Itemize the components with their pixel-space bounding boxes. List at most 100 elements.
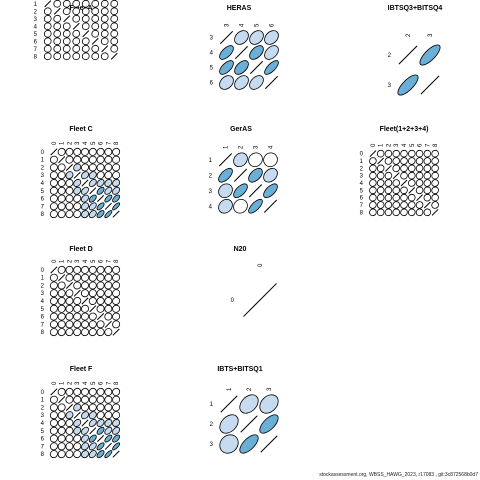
corr-ellipse [234,75,249,90]
corr-ellipse [259,394,279,414]
col-label: 3 [428,33,434,37]
corr-ellipse [57,434,66,443]
corr-ellipse [81,289,89,298]
diag-line [44,0,52,8]
corr-ellipse [57,312,66,321]
corr-ellipse [239,434,259,454]
corr-ellipse [62,22,71,31]
row-label: 7 [41,204,45,210]
corr-ellipse [43,37,52,46]
panel-title: Fleet F [70,366,93,373]
diag-line [377,157,385,165]
corr-ellipse [81,403,89,412]
corr-ellipse [369,193,377,202]
corr-ellipse [81,37,90,46]
corr-ellipse [96,186,105,195]
corr-ellipse [369,164,377,173]
corr-ellipse [88,273,97,282]
diag-line [385,164,392,172]
corr-ellipse [96,147,105,156]
corr-ellipse [57,179,66,187]
corr-ellipse [408,193,416,202]
corr-ellipse [415,171,424,180]
corr-ellipse [81,171,89,180]
corr-ellipse [73,147,82,156]
panel-title: IBTS+BITSQ1 [217,366,262,373]
diag-line [243,283,277,317]
row-label: 0 [231,298,235,304]
diag-line [240,415,258,433]
corr-ellipse [218,183,233,199]
corr-ellipse [49,395,58,404]
diag-line [263,199,278,213]
corr-ellipse [96,281,105,290]
corr-ellipse [96,202,105,211]
corr-ellipse [65,450,74,459]
col-label: 3 [225,23,231,27]
corr-ellipse [96,289,105,298]
corr-ellipse [233,198,248,214]
corr-ellipse [96,442,105,451]
corr-ellipse [100,22,109,31]
row-label: 2 [388,53,392,59]
diag-line [423,201,431,209]
diag-line [58,156,66,164]
corr-ellipse [65,289,74,298]
col-label: 1 [60,381,66,385]
corr-ellipse [49,312,58,321]
row-label: 6 [41,437,45,443]
corr-ellipse [249,30,264,45]
corr-ellipse [88,312,97,321]
row-label: 8 [41,330,45,336]
corr-ellipse [73,328,82,337]
col-label: 7 [425,143,431,147]
corr-ellipse [100,29,109,38]
corr-ellipse [43,44,52,53]
corr-ellipse [62,29,71,38]
corr-ellipse [219,75,234,90]
row-label: 4 [41,299,45,305]
corr-ellipse [112,265,121,274]
panel-title: GerAS [230,126,252,133]
corr-ellipse [88,403,97,412]
corr-ellipse [234,30,249,45]
diag-line [65,281,74,290]
row-label: 2 [210,422,214,428]
row-label: 2 [41,405,45,411]
corr-ellipse [57,419,66,427]
corr-ellipse [57,281,66,290]
row-label: 5 [34,32,38,38]
diag-line [110,52,118,60]
corr-ellipse [73,450,82,459]
panel-title: HERAS [227,5,252,12]
panel-title: Fleet(1+2+3+4) [380,126,429,133]
corr-ellipse [81,328,89,337]
corr-ellipse [384,208,393,217]
corr-ellipse [91,7,100,16]
col-label: 2 [239,145,245,149]
corr-ellipse [408,201,416,209]
corr-ellipse [263,152,278,168]
corr-ellipse [96,179,105,187]
corr-ellipse [264,60,279,75]
col-label: 5 [91,141,97,145]
corr-ellipse [104,434,113,443]
corr-ellipse [49,297,58,305]
col-label: 0 [52,259,58,263]
corr-ellipse [400,149,408,158]
corr-ellipse [65,171,74,180]
corr-ellipse [369,186,377,195]
corr-ellipse [73,202,82,211]
corr-ellipse [104,304,113,313]
corr-ellipse [392,186,400,195]
col-label: 3 [394,143,400,147]
row-label: 1 [41,398,45,404]
corr-ellipse [112,320,121,329]
corr-ellipse [423,171,432,180]
col-label: 1 [60,141,66,145]
corr-ellipse [81,210,89,219]
corr-ellipse [81,52,90,61]
corr-ellipse [423,149,432,158]
